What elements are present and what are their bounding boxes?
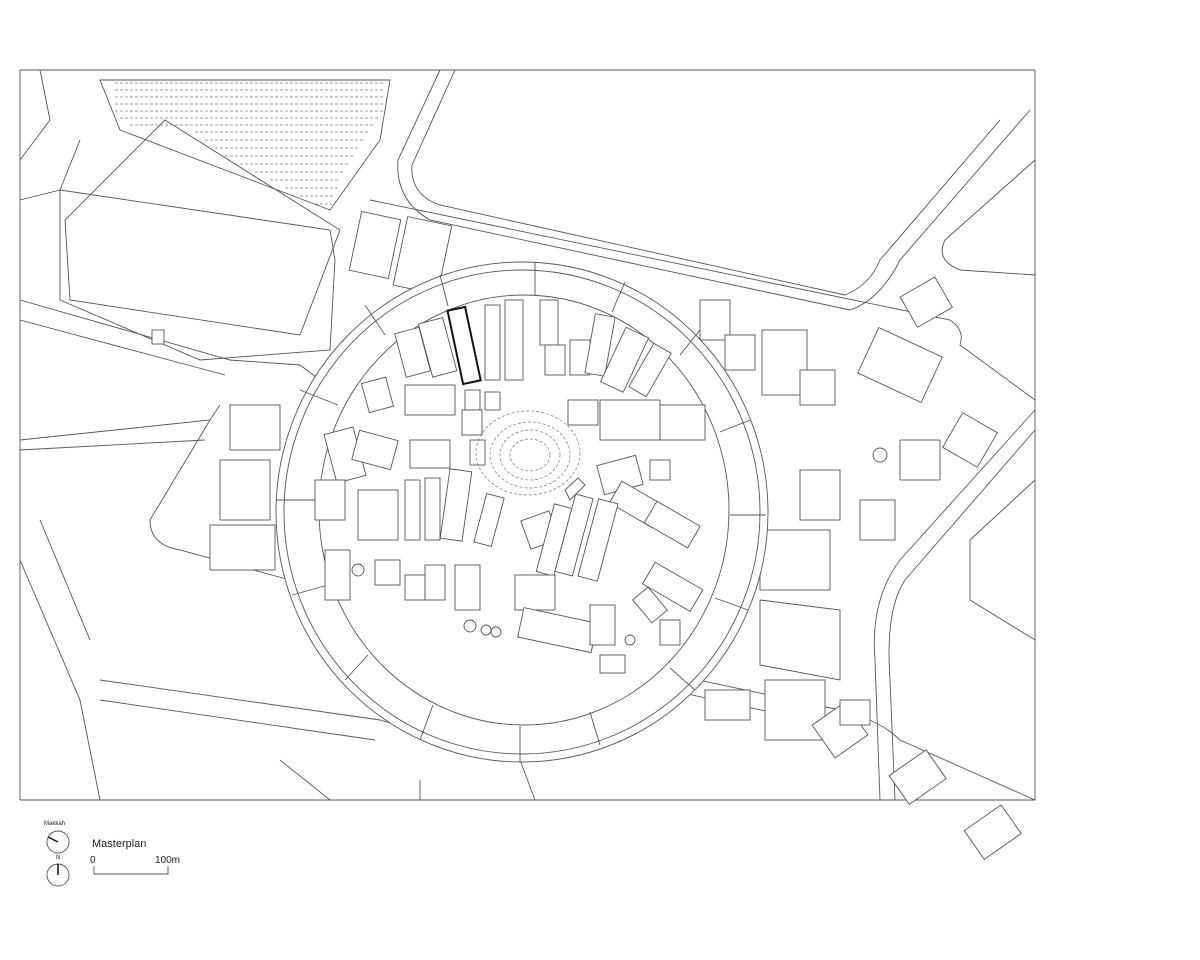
plan-title: Masterplan xyxy=(92,838,147,850)
north-label: N xyxy=(56,855,61,861)
parking-rows xyxy=(115,82,385,205)
scale-bar xyxy=(93,866,169,875)
highlighted-plot xyxy=(446,305,482,386)
makkah-label: Makkah xyxy=(44,821,66,827)
legend xyxy=(46,830,169,887)
central-landscape xyxy=(475,410,586,501)
makkah-compass-icon xyxy=(46,830,70,854)
scale-start: 0 xyxy=(90,855,96,866)
scale-end: 100m xyxy=(155,855,181,866)
inner-buildings xyxy=(314,299,706,674)
streets xyxy=(19,69,1036,801)
outer-buildings xyxy=(151,210,1022,860)
